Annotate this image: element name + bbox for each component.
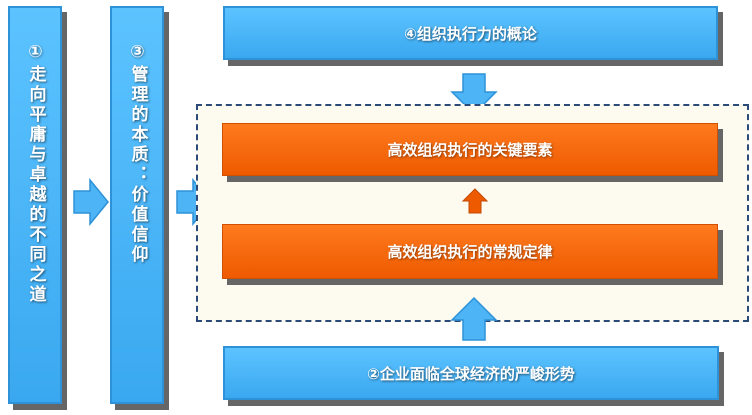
step-3-box: ③管理的本质：价值信仰: [110, 6, 164, 404]
regular-rules-label: 高效组织执行的常规定律: [387, 243, 553, 261]
right-arrow-icon: [73, 177, 109, 227]
step-2-box: ②企业面临全球经济的严峻形势: [223, 346, 719, 400]
step-1-box: ①走向平庸与卓越的不同之道: [8, 6, 62, 404]
regular-rules-box: 高效组织执行的常规定律: [222, 224, 718, 279]
step-1-label: ①走向平庸与卓越的不同之道: [25, 42, 46, 305]
up-arrow-icon: [450, 296, 498, 341]
step-3-label: ③管理的本质：价值信仰: [127, 42, 148, 265]
down-arrow-icon: [450, 73, 498, 116]
step-4-box: ④组织执行力的概论: [223, 6, 718, 60]
step-4-label: ④组织执行力的概论: [404, 24, 537, 43]
up-arrow-icon: [461, 188, 489, 214]
key-elements-label: 高效组织执行的关键要素: [387, 141, 553, 159]
step-2-label: ②企业面临全球经济的严峻形势: [367, 364, 575, 383]
key-elements-box: 高效组织执行的关键要素: [222, 123, 718, 176]
